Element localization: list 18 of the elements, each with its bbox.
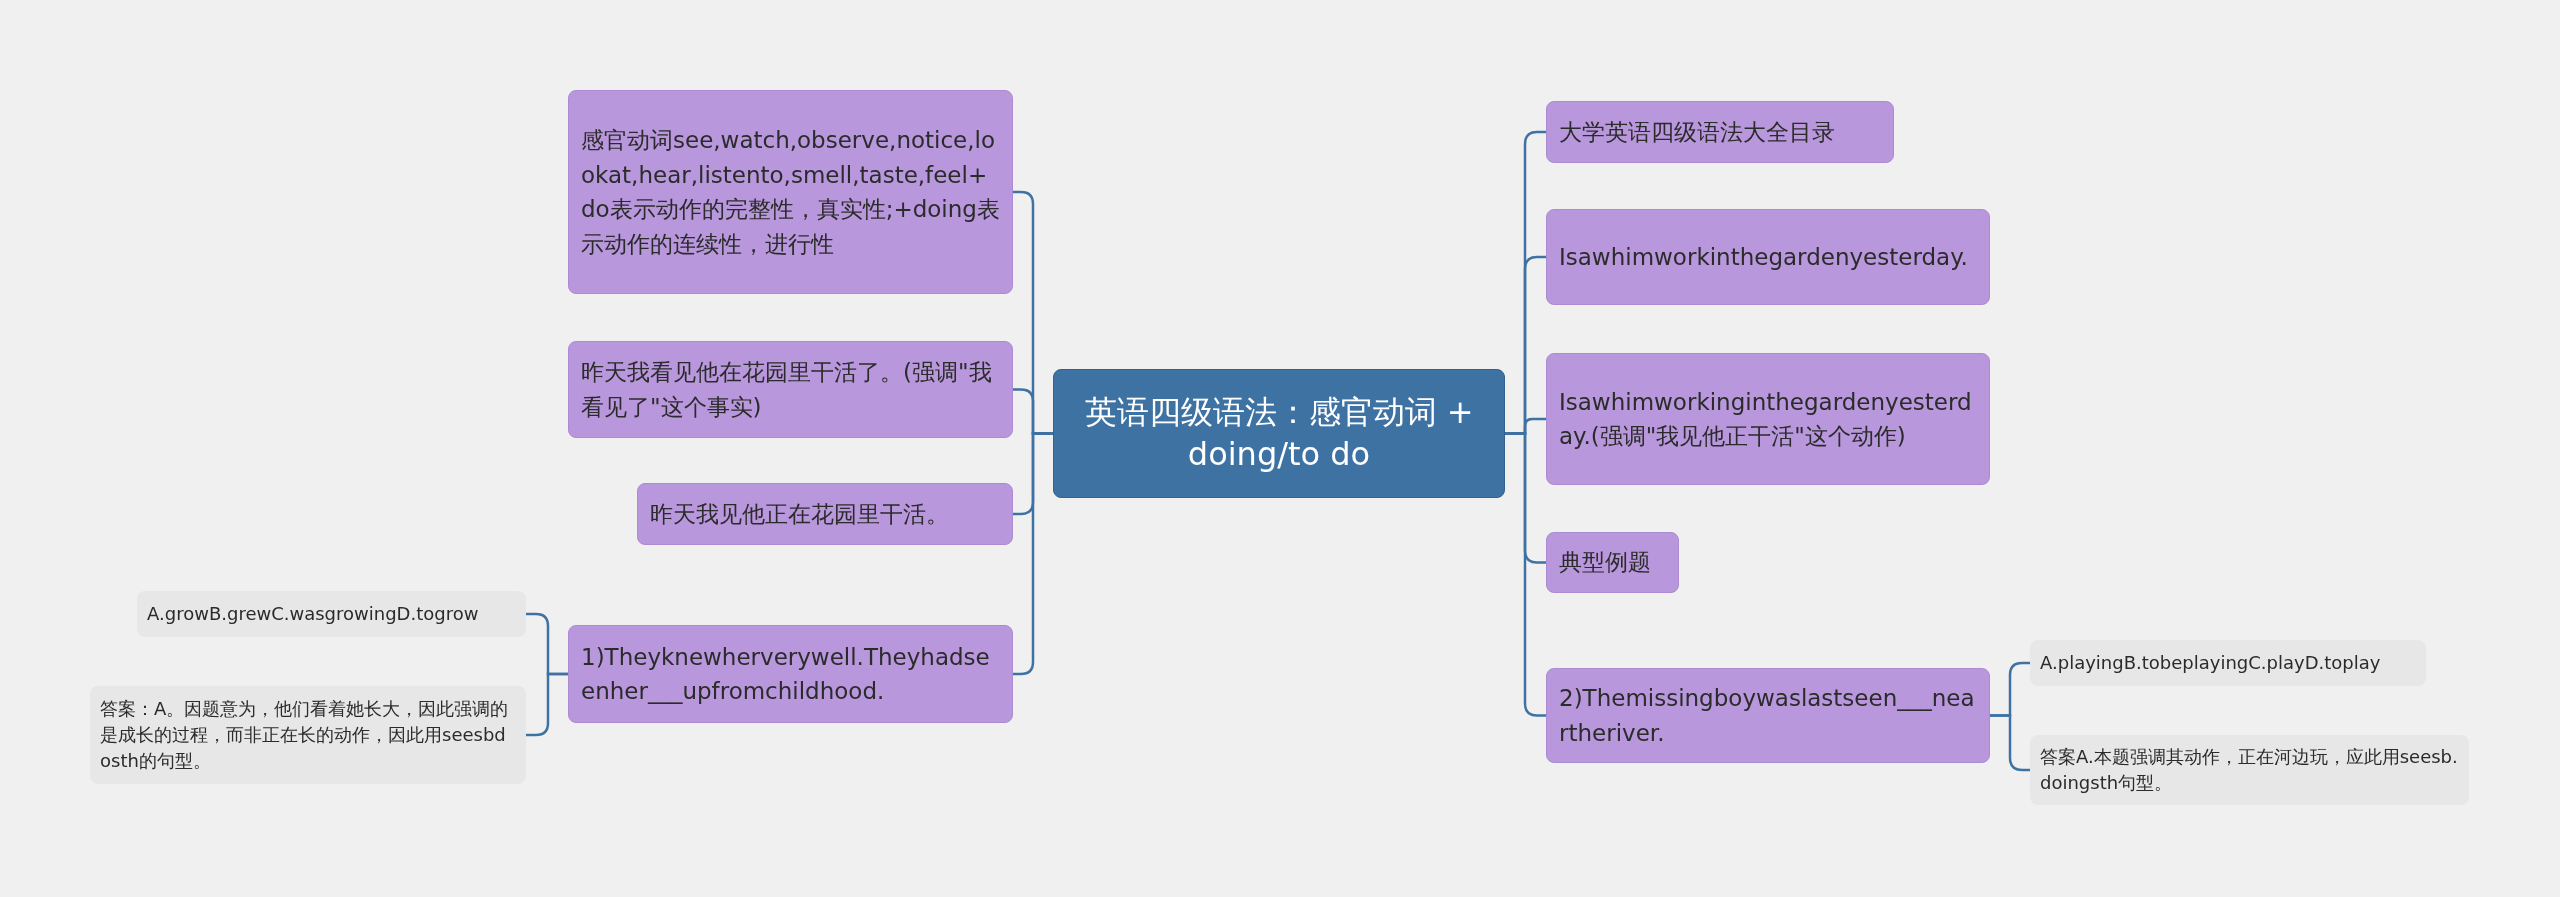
subtopic-box: 答案：A。因题意为，他们看着她长大，因此强调的是成长的过程，而非正在长的动作，因此用seesbdosth的句型。 <box>90 686 526 784</box>
topic-box: 昨天我见他正在花园里干活。 <box>637 483 1013 545</box>
subtopic-box: 答案A.本题强调其动作，正在河边玩，应此用seesb.doingsth句型。 <box>2030 735 2469 805</box>
topic-box: 1)Theyknewherverywell.Theyhadseenher___upfromchildhood. <box>568 625 1013 723</box>
central-topic-box: 英语四级语法：感官动词 + doing/to do <box>1053 369 1505 498</box>
topic-box: Isawhimworkinginthegardenyesterday.(强调"我见他正干活"这个动作) <box>1546 353 1990 485</box>
connector-line <box>1990 714 2030 772</box>
subtopic-box: A.growB.grewC.wasgrowingD.togrow <box>137 591 526 637</box>
subtopic-box: A.playingB.tobeplayingC.playD.toplay <box>2030 640 2426 686</box>
topic-box: Isawhimworkinthegardenyesterday. <box>1546 209 1990 305</box>
topic-box: 典型例题 <box>1546 532 1679 593</box>
topic-box: 2)Themissingboywaslastseen___neartheriver. <box>1546 668 1990 763</box>
topic-box: 感官动词see,watch,observe,notice,lookat,hear,listento,smell,taste,feel+do表示动作的完整性，真实性;+doing表示动作的连续性，进行性 <box>568 90 1013 294</box>
topic-box: 大学英语四级语法大全目录 <box>1546 101 1894 163</box>
connector-line <box>526 672 568 737</box>
topic-box: 昨天我看见他在花园里干活了。(强调"我看见了"这个事实) <box>568 341 1013 438</box>
connector-line <box>1505 432 1546 717</box>
connector-line <box>1013 432 1053 676</box>
